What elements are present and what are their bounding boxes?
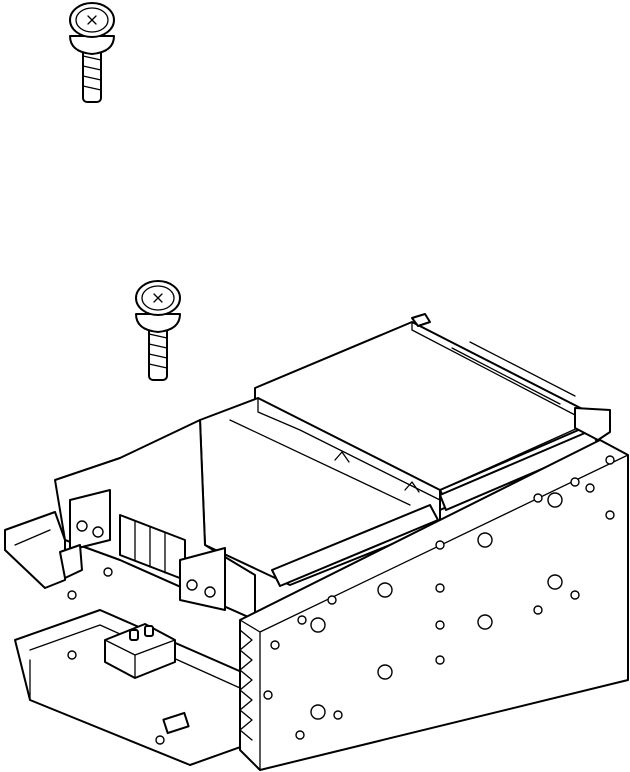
connector-block-icon <box>69 489 226 611</box>
battery-pack-icon <box>4 313 629 771</box>
screw-icon <box>69 2 115 103</box>
mounting-holes <box>67 455 615 745</box>
relay-box-icon <box>104 623 176 679</box>
screw-icon <box>135 280 181 381</box>
